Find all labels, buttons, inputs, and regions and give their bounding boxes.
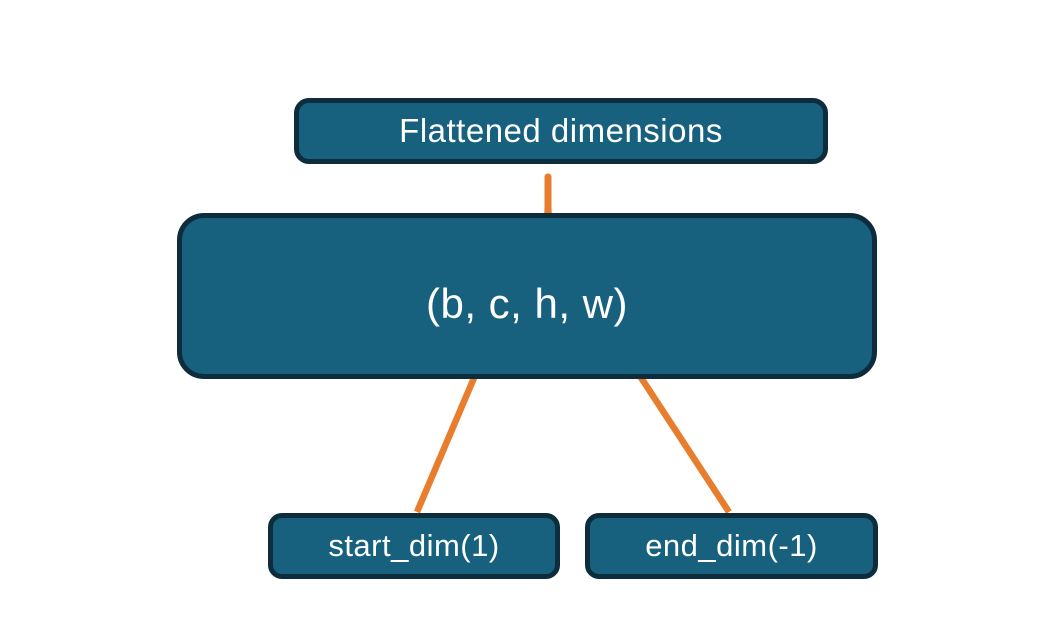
tensor-shape-box: (b, c, h, w) [177, 213, 877, 379]
start-dim-label: start_dim(1) [328, 528, 500, 563]
flattened-dimensions-label: Flattened dimensions [399, 112, 723, 149]
end-dim-label: end_dim(-1) [645, 528, 818, 563]
flattened-dimensions-box: Flattened dimensions [294, 98, 828, 164]
end-dim-box: end_dim(-1) [585, 513, 878, 579]
start-dim-box: start_dim(1) [268, 513, 560, 579]
tensor-shape-label: (b, c, h, w) [425, 280, 629, 327]
